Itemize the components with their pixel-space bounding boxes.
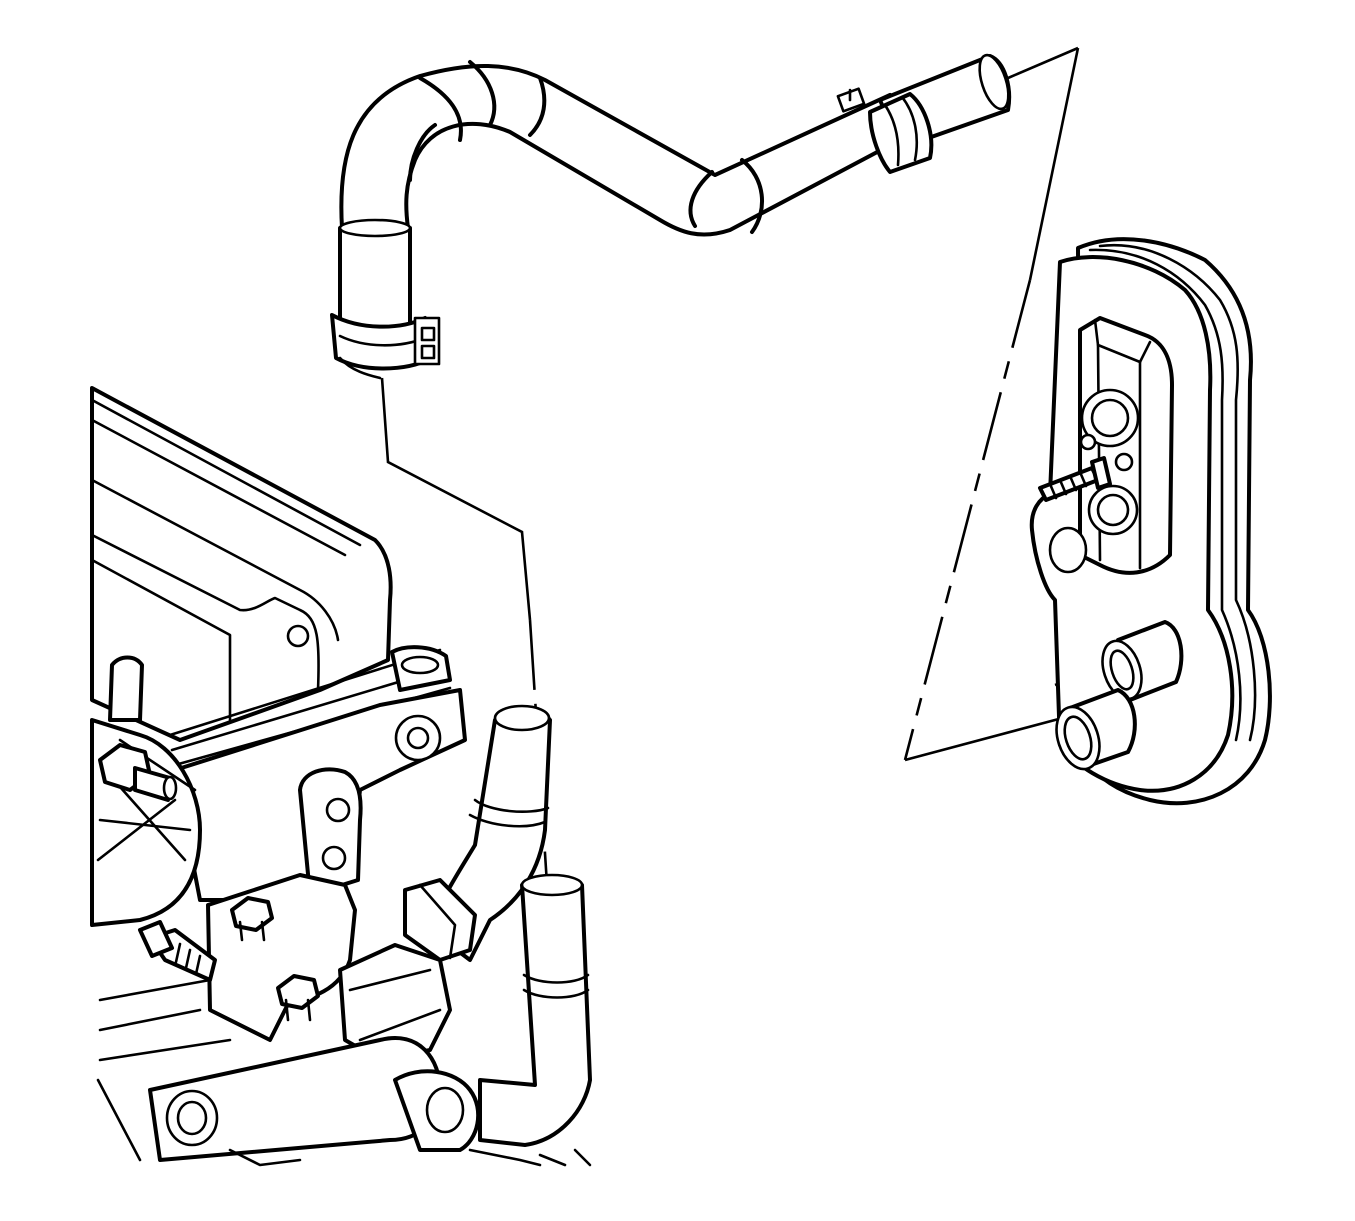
engine-outlet-hose: [403, 704, 552, 962]
coolant-pipe: [148, 1036, 481, 1162]
lower-hose-leader-line: [380, 377, 532, 621]
heater-core-housing-layer-1: [1098, 243, 1257, 742]
heater-hose-lower-leg: [338, 226, 412, 330]
bracket-bolt-upper: [230, 896, 274, 942]
heater-core-assembly: [1029, 237, 1272, 806]
thermostat-housing: [338, 943, 452, 1062]
heater-core-centre-line: [903, 279, 1032, 761]
heater-hose-assembly: [338, 53, 1012, 330]
engine-assembly: [90, 386, 592, 1167]
upper-hose-leader-line: [1007, 46, 1079, 80]
temperature-sensor: [138, 920, 217, 982]
hose-bend-joint-middle: [468, 60, 497, 127]
front-cover-bolt: [98, 743, 178, 802]
outlet-hose-clamp: [403, 878, 477, 962]
lower-heater-pipe: [478, 873, 592, 1147]
mounting-stud: [1038, 456, 1112, 502]
mounting-hole: [1048, 526, 1088, 574]
valve-cover-bolt-hole: [286, 624, 310, 648]
upper-hose-clamp: [836, 87, 934, 174]
hose-bend-joint-right: [528, 76, 547, 137]
hose-elbow-joint-3: [408, 123, 437, 182]
heater-core-housing-layer-2: [1088, 248, 1242, 742]
heater-core-boundary-line: [1028, 47, 1080, 281]
heater-core-lower-boundary: [904, 714, 1071, 762]
valve-cover: [90, 386, 393, 742]
heater-core-inlet-pipe: [1101, 620, 1184, 702]
heater-hose-right-end-opening: [978, 53, 1010, 111]
heater-hose-body: [339, 64, 902, 237]
heater-core-outlet-pipe: [1055, 688, 1137, 771]
hose-elbow-joint-2: [740, 158, 765, 234]
hose-elbow-joint: [688, 170, 714, 228]
bracket-bolt-lower: [276, 974, 320, 1022]
hose-bend-joint-upper: [418, 76, 463, 142]
lower-hose-clamp: [330, 313, 441, 380]
mount-bracket: [206, 873, 357, 1042]
heater-hose-lower-end: [338, 218, 412, 238]
